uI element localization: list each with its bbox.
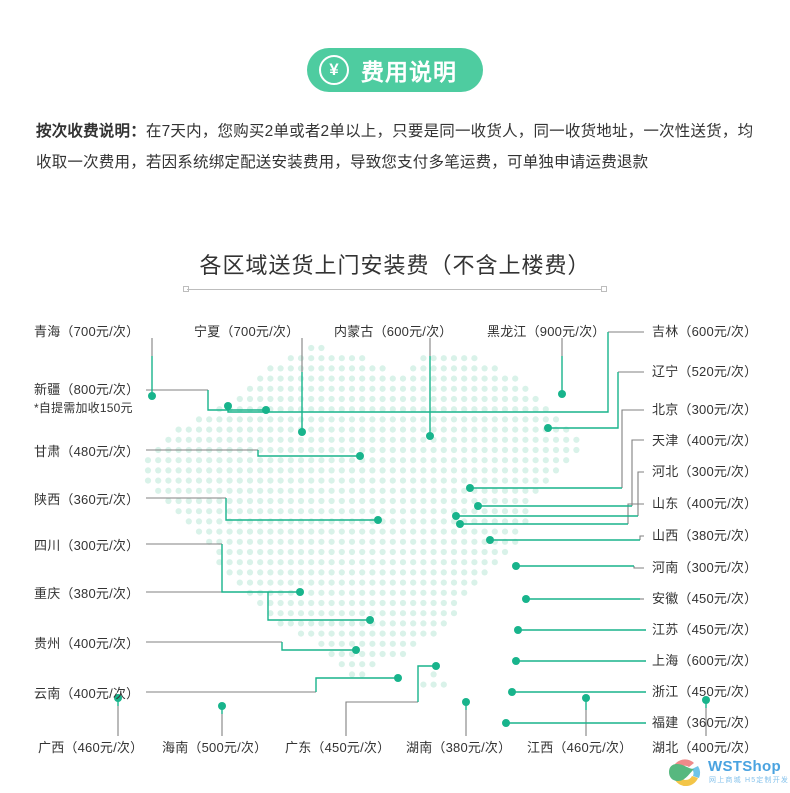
region-label-hubei[interactable]: 湖北（400元/次）: [652, 740, 758, 755]
region-label-beijing[interactable]: 北京（300元/次）: [652, 402, 758, 417]
region-label-shanghai[interactable]: 上海（600元/次）: [652, 653, 758, 668]
region-label-ningxia[interactable]: 宁夏（700元/次）: [194, 324, 300, 339]
region-label-shaanxi[interactable]: 陕西（360元/次）: [34, 492, 140, 507]
wstshop-logo-icon: [669, 759, 701, 787]
region-label-guangxi[interactable]: 广西（460元/次）: [38, 740, 144, 755]
region-label-shanxi[interactable]: 山西（380元/次）: [652, 528, 758, 543]
page-title: 费用说明: [361, 59, 457, 85]
leader-lines: [117, 331, 707, 736]
region-label-anhui[interactable]: 安徽（450元/次）: [652, 591, 758, 606]
region-label-xinjiang-note: *自提需加收150元: [34, 401, 133, 415]
watermark-brand: WSTShop: [708, 758, 781, 775]
yen-icon: ¥: [319, 55, 349, 85]
header-badge-container: ¥ 费用说明: [0, 48, 790, 92]
region-label-fujian[interactable]: 福建（360元/次）: [652, 715, 758, 730]
watermark-tagline: 网上商城 H5定制开发: [709, 777, 790, 784]
fee-description-body: 在7天内，您购买2单或者2单以上，只要是同一收货人，同一收货地址，一次性送货，均…: [36, 123, 754, 171]
map-graphic: [114, 331, 710, 736]
region-label-hebei[interactable]: 河北（300元/次）: [652, 464, 758, 479]
region-label-shandong[interactable]: 山东（400元/次）: [652, 496, 758, 511]
region-label-zhejiang[interactable]: 浙江（450元/次）: [652, 684, 758, 699]
region-label-henan[interactable]: 河南（300元/次）: [652, 560, 758, 575]
fee-description-label: 按次收费说明：: [36, 123, 146, 140]
region-label-sichuan[interactable]: 四川（300元/次）: [34, 538, 140, 553]
region-label-yunnan[interactable]: 云南（400元/次）: [34, 686, 140, 701]
region-label-gansu[interactable]: 甘肃（480元/次）: [34, 444, 140, 459]
fee-description: 按次收费说明：在7天内，您购买2单或者2单以上，只要是同一收货人，同一收货地址，…: [36, 116, 758, 178]
connector-lines: [117, 332, 707, 724]
region-label-qinghai[interactable]: 青海（700元/次）: [34, 324, 140, 339]
region-label-jiangsu[interactable]: 江苏（450元/次）: [652, 622, 758, 637]
region-label-guizhou[interactable]: 贵州（400元/次）: [34, 636, 140, 651]
divider-cap-right: [601, 286, 607, 292]
region-label-hainan[interactable]: 海南（500元/次）: [162, 740, 268, 755]
region-label-jilin[interactable]: 吉林（600元/次）: [652, 324, 758, 339]
region-label-xinjiang-text: 新疆（800元/次）: [34, 382, 140, 397]
region-label-hunan[interactable]: 湖南（380元/次）: [406, 740, 512, 755]
title-divider: [183, 286, 607, 293]
connector-nodes: [114, 390, 710, 727]
region-label-chongqing[interactable]: 重庆（380元/次）: [34, 586, 140, 601]
region-label-liaoning[interactable]: 辽宁（520元/次）: [652, 364, 758, 379]
watermark: WSTShop 网上商城 H5定制开发: [664, 756, 788, 790]
region-label-tianjin[interactable]: 天津（400元/次）: [652, 433, 758, 448]
divider-line: [187, 289, 603, 290]
region-label-heilongjiang[interactable]: 黑龙江（900元/次）: [487, 324, 606, 339]
map-section-title: 各区域送货上门安装费（不含上楼费）: [199, 253, 591, 278]
region-label-neimenggu[interactable]: 内蒙古（600元/次）: [334, 324, 453, 339]
fee-badge: ¥ 费用说明: [307, 48, 483, 92]
region-label-guangdong[interactable]: 广东（450元/次）: [285, 740, 391, 755]
region-label-jiangxi[interactable]: 江西（460元/次）: [527, 740, 633, 755]
shipping-fee-map: 青海（700元/次） 宁夏（700元/次） 内蒙古（600元/次） 黑龙江（90…: [0, 310, 790, 762]
region-label-xinjiang[interactable]: 新疆（800元/次） *自提需加收150元: [34, 382, 139, 416]
